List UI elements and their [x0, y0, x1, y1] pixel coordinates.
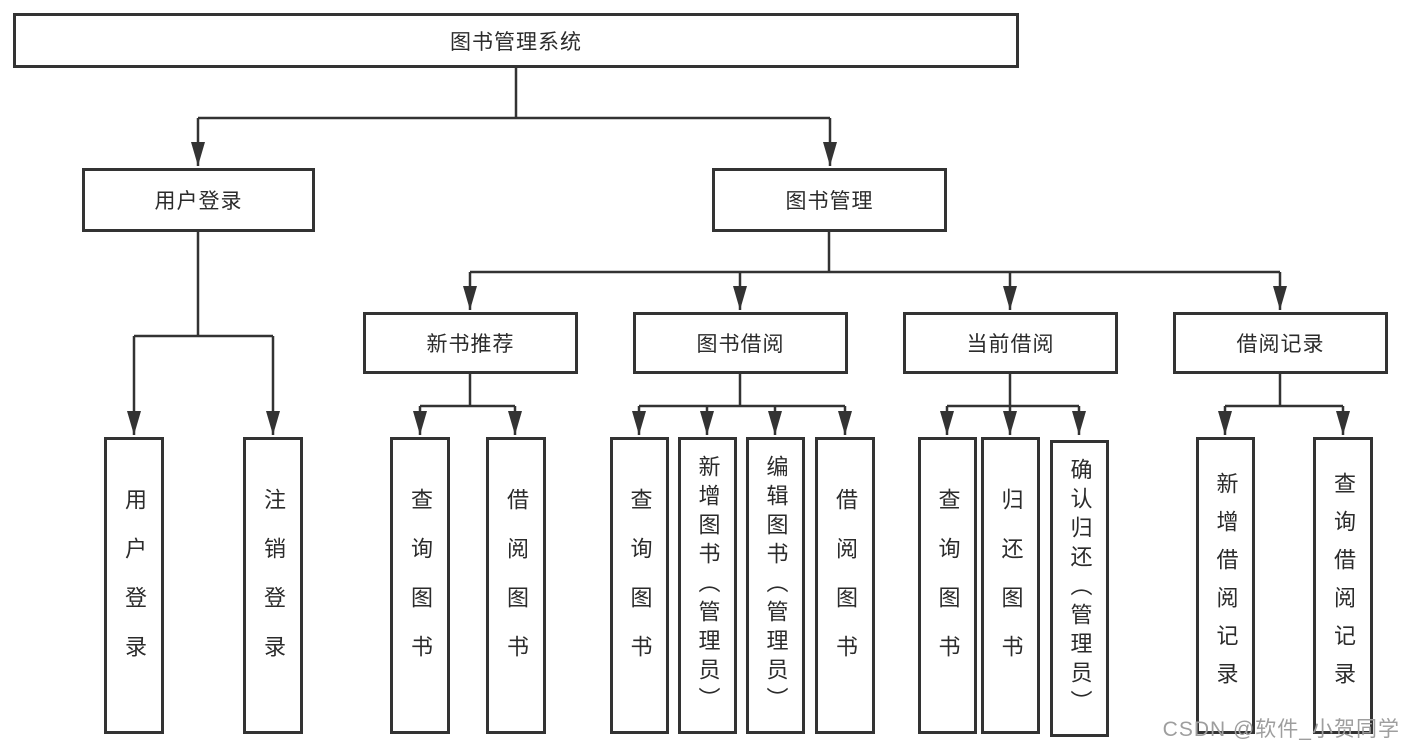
node-leaf-edit-book-admin: 编辑图书（管理员） — [746, 437, 805, 734]
node-leaf-query-books-borrow: 查询图书 — [610, 437, 669, 734]
node-leaf-user-login: 用户登录 — [104, 437, 164, 734]
node-leaf-return-book: 归还图书 — [981, 437, 1040, 734]
node-book-borrow: 图书借阅 — [633, 312, 848, 374]
node-book-management: 图书管理 — [712, 168, 947, 232]
node-user-login: 用户登录 — [82, 168, 315, 232]
node-leaf-query-books-recommend: 查询图书 — [390, 437, 450, 734]
node-leaf-query-books-current: 查询图书 — [918, 437, 977, 734]
node-leaf-confirm-return-admin: 确认归还（管理员） — [1050, 440, 1109, 737]
node-root-label: 图书管理系统 — [450, 30, 582, 54]
node-root: 图书管理系统 — [13, 13, 1019, 68]
node-leaf-borrow-books-borrow: 借阅图书 — [815, 437, 875, 734]
node-leaf-query-borrow-record: 查询借阅记录 — [1313, 437, 1373, 734]
node-book-borrow-label: 图书借阅 — [696, 333, 785, 356]
node-current-borrow-label: 当前借阅 — [966, 333, 1055, 356]
node-new-book-recommend: 新书推荐 — [363, 312, 578, 374]
node-book-management-label: 图书管理 — [785, 190, 874, 213]
node-user-login-label: 用户登录 — [154, 190, 243, 213]
node-leaf-add-borrow-record: 新增借阅记录 — [1196, 437, 1255, 734]
node-leaf-borrow-books-recommend: 借阅图书 — [486, 437, 546, 734]
node-current-borrow: 当前借阅 — [903, 312, 1118, 374]
node-leaf-add-book-admin: 新增图书（管理员） — [678, 437, 737, 734]
node-new-book-recommend-label: 新书推荐 — [426, 333, 515, 356]
node-leaf-logout: 注销登录 — [243, 437, 303, 734]
node-borrow-records-label: 借阅记录 — [1236, 333, 1325, 356]
node-borrow-records: 借阅记录 — [1173, 312, 1388, 374]
